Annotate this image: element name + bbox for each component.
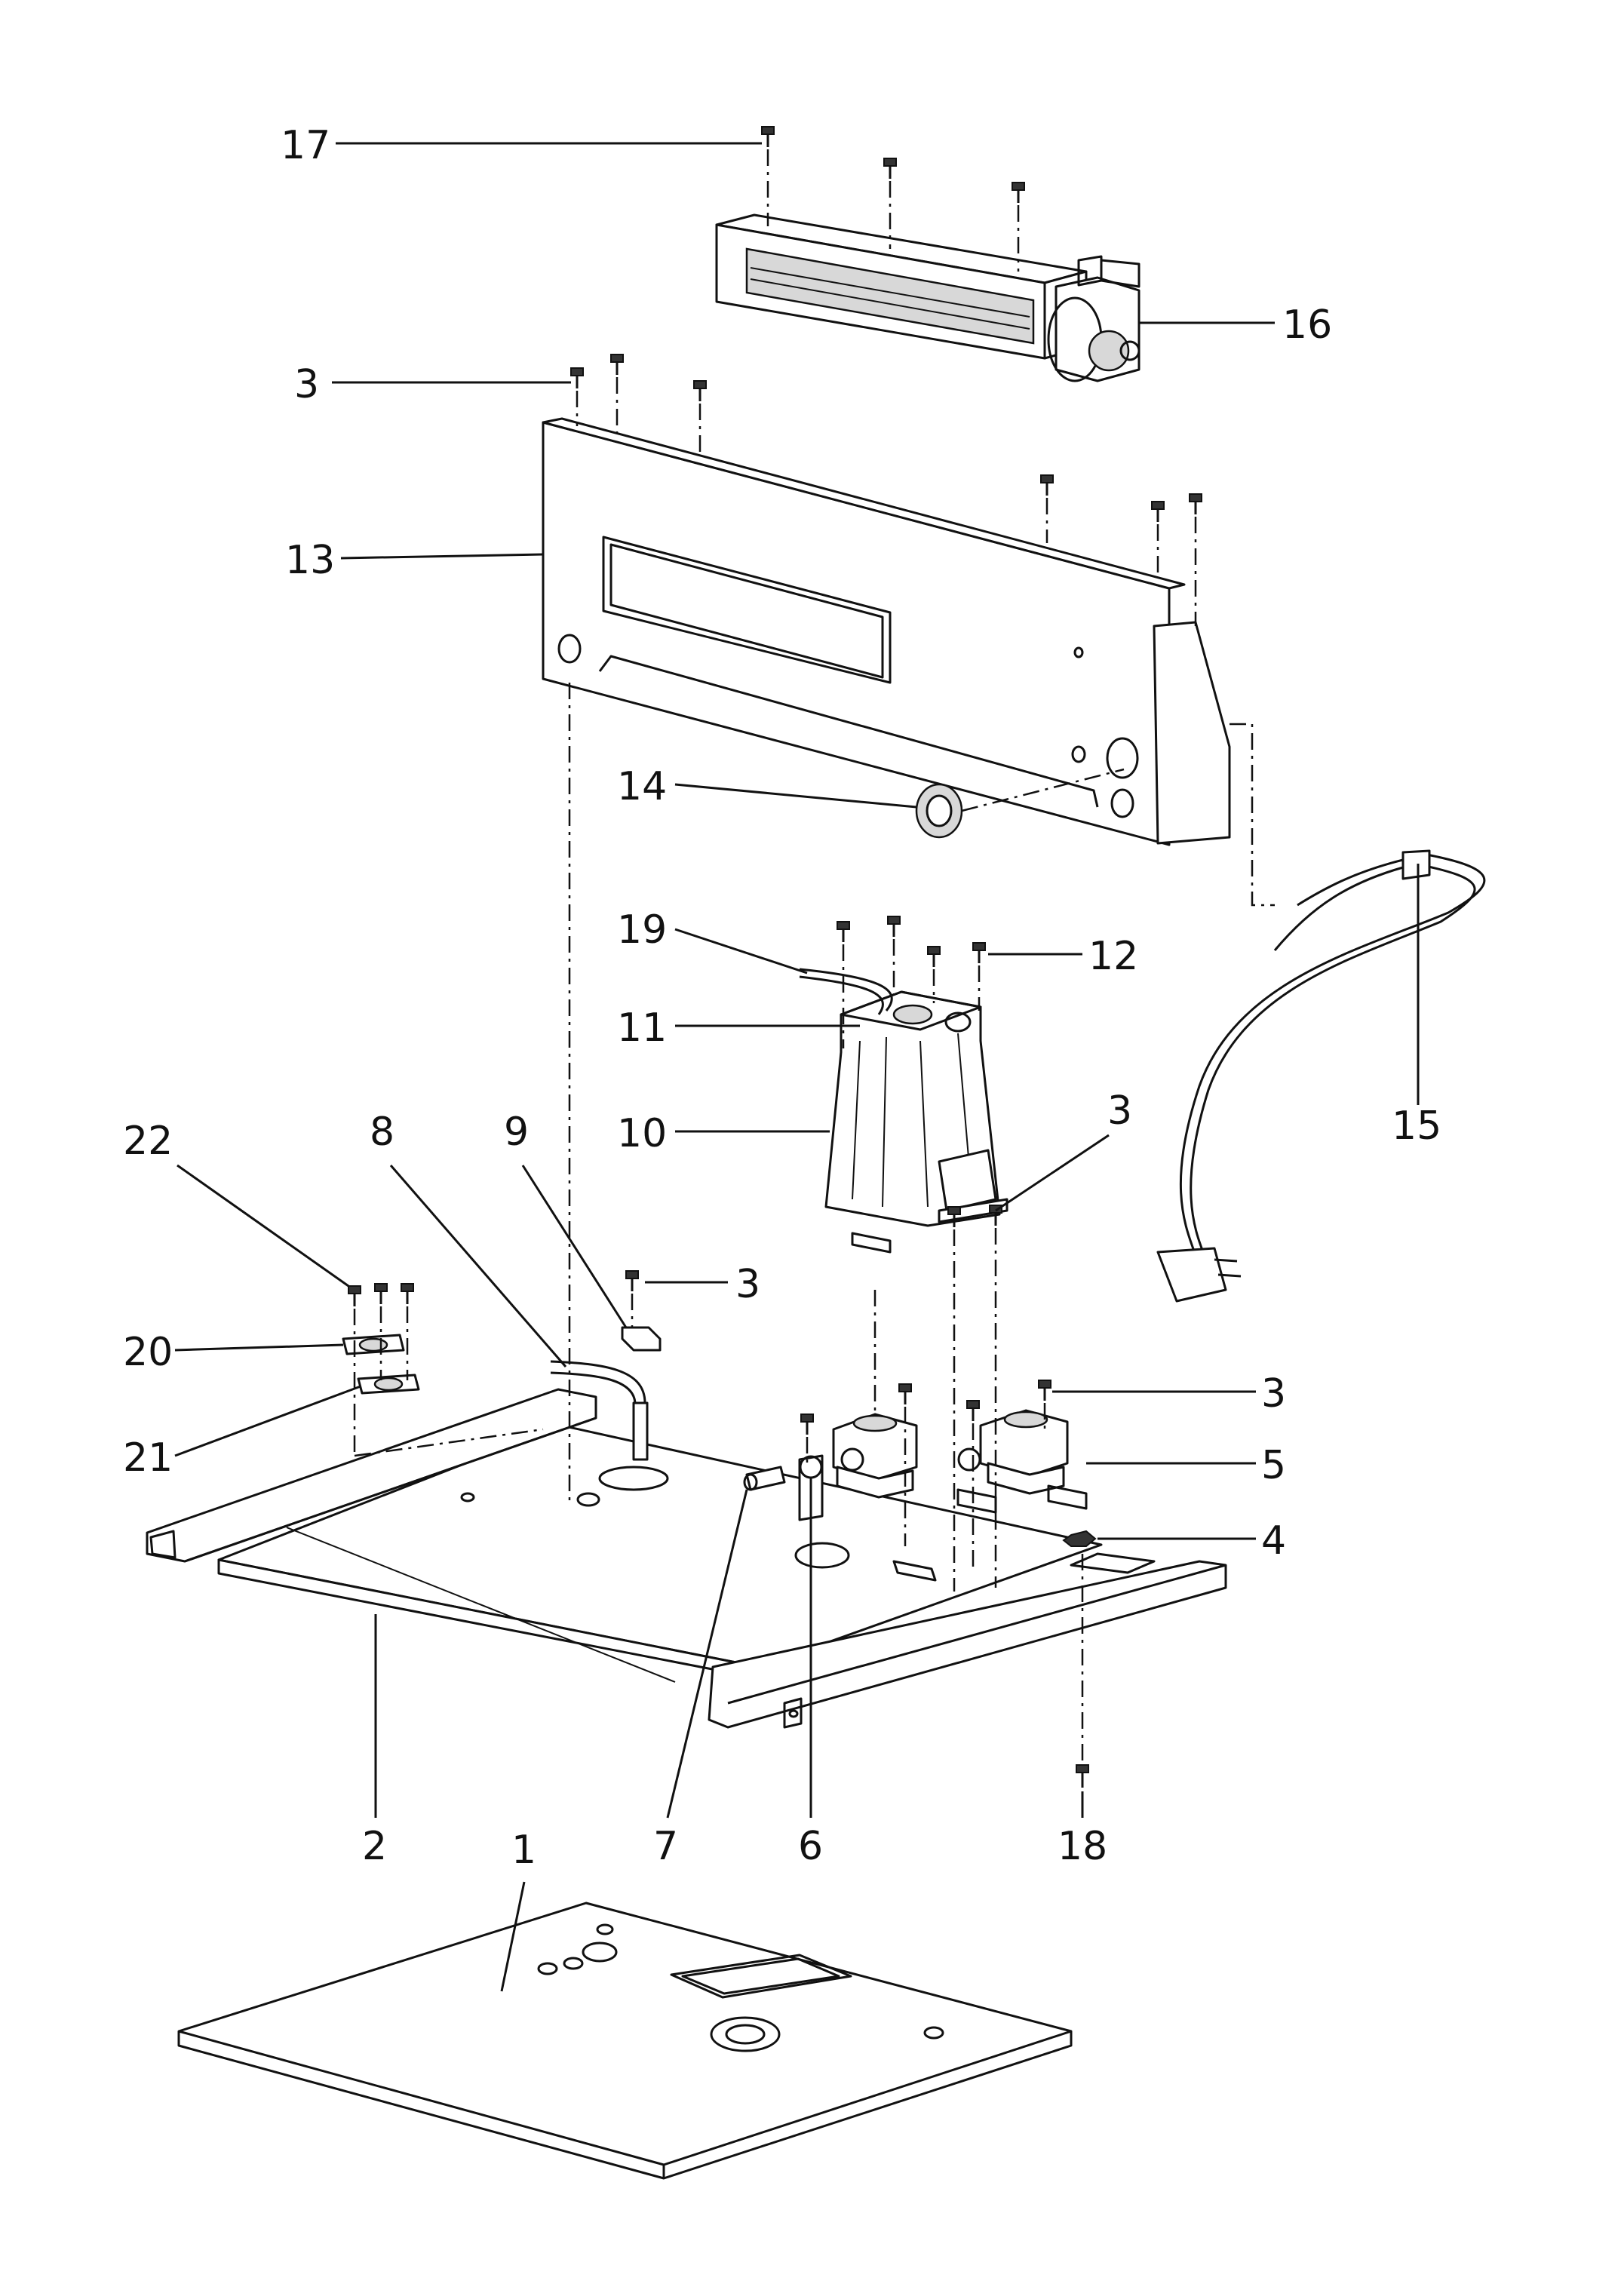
callout-21: 21 [123, 1435, 173, 1481]
callout-1: 1 [511, 1828, 536, 1873]
callout-7: 7 [653, 1824, 678, 1869]
screw-icon [989, 1205, 1002, 1226]
callout-19: 19 [617, 907, 667, 953]
callout-3-valve: 3 [1261, 1371, 1286, 1417]
callout-18: 18 [1058, 1824, 1107, 1869]
callout-3-top: 3 [294, 362, 319, 407]
part-14-grommet [915, 783, 963, 839]
callout-15: 15 [1392, 1103, 1441, 1149]
callout-labels: 17 16 3 13 14 19 12 11 10 3 15 22 8 9 3 … [123, 123, 1441, 1873]
screw-icon [947, 1206, 961, 1227]
callout-3-pump: 3 [1107, 1088, 1132, 1134]
callout-5: 5 [1261, 1443, 1286, 1488]
leader-lines [174, 142, 1420, 1992]
screw-icon [1151, 501, 1165, 522]
callout-6: 6 [798, 1824, 823, 1869]
part-2-tray-frame [146, 1388, 1227, 1729]
screw-icon [374, 1283, 388, 1304]
screw-icon [883, 158, 897, 179]
callout-14: 14 [617, 764, 667, 809]
screw-icon [348, 1285, 361, 1306]
screw-icon [610, 354, 624, 375]
part-20-thermostat [342, 1334, 405, 1355]
callout-3-clip: 3 [735, 1262, 760, 1307]
part-8-probe [550, 1360, 649, 1461]
screw-icon [1189, 493, 1202, 514]
screw-icon [837, 921, 850, 942]
screw-icon [570, 367, 584, 388]
screw-icon [1076, 1764, 1089, 1788]
screw-icon [693, 380, 707, 401]
callout-17: 17 [281, 123, 330, 168]
screw-icon [1012, 182, 1025, 203]
screw-icon [800, 1414, 814, 1435]
callout-11: 11 [617, 1005, 667, 1051]
screw-icon [887, 916, 901, 937]
part-7-fitting [743, 1466, 786, 1491]
assembly-lines [353, 149, 1275, 1761]
callout-12: 12 [1088, 934, 1138, 979]
part-9-clip [621, 1326, 662, 1352]
screw-icon [401, 1283, 414, 1304]
screw-icon [898, 1383, 912, 1404]
screw-icon [1038, 1380, 1051, 1401]
callout-4: 4 [1261, 1518, 1286, 1564]
part-15-power-cord [1156, 849, 1486, 1303]
part-10-pump-housing [824, 990, 1008, 1254]
callout-16: 16 [1282, 302, 1332, 348]
screw-icon [625, 1270, 639, 1291]
callout-13: 13 [285, 538, 335, 583]
part-4-nut [1062, 1530, 1097, 1547]
callout-8: 8 [370, 1110, 394, 1155]
screw-icon [972, 942, 986, 963]
part-19-tube [799, 968, 893, 1015]
part-1-base-plate [177, 1902, 1073, 2180]
callout-9: 9 [504, 1110, 529, 1155]
screw-icon [761, 126, 775, 147]
screw-icon [927, 946, 941, 967]
screw-icon [1040, 474, 1054, 496]
callout-10: 10 [617, 1111, 667, 1156]
callout-20: 20 [123, 1330, 173, 1375]
screws [348, 126, 1202, 1788]
callout-22: 22 [123, 1119, 173, 1164]
part-13-panel [542, 417, 1231, 846]
part-16-fan [715, 213, 1140, 382]
screw-icon [966, 1400, 980, 1421]
part-21-thermostat [357, 1374, 420, 1395]
callout-2: 2 [362, 1824, 387, 1869]
